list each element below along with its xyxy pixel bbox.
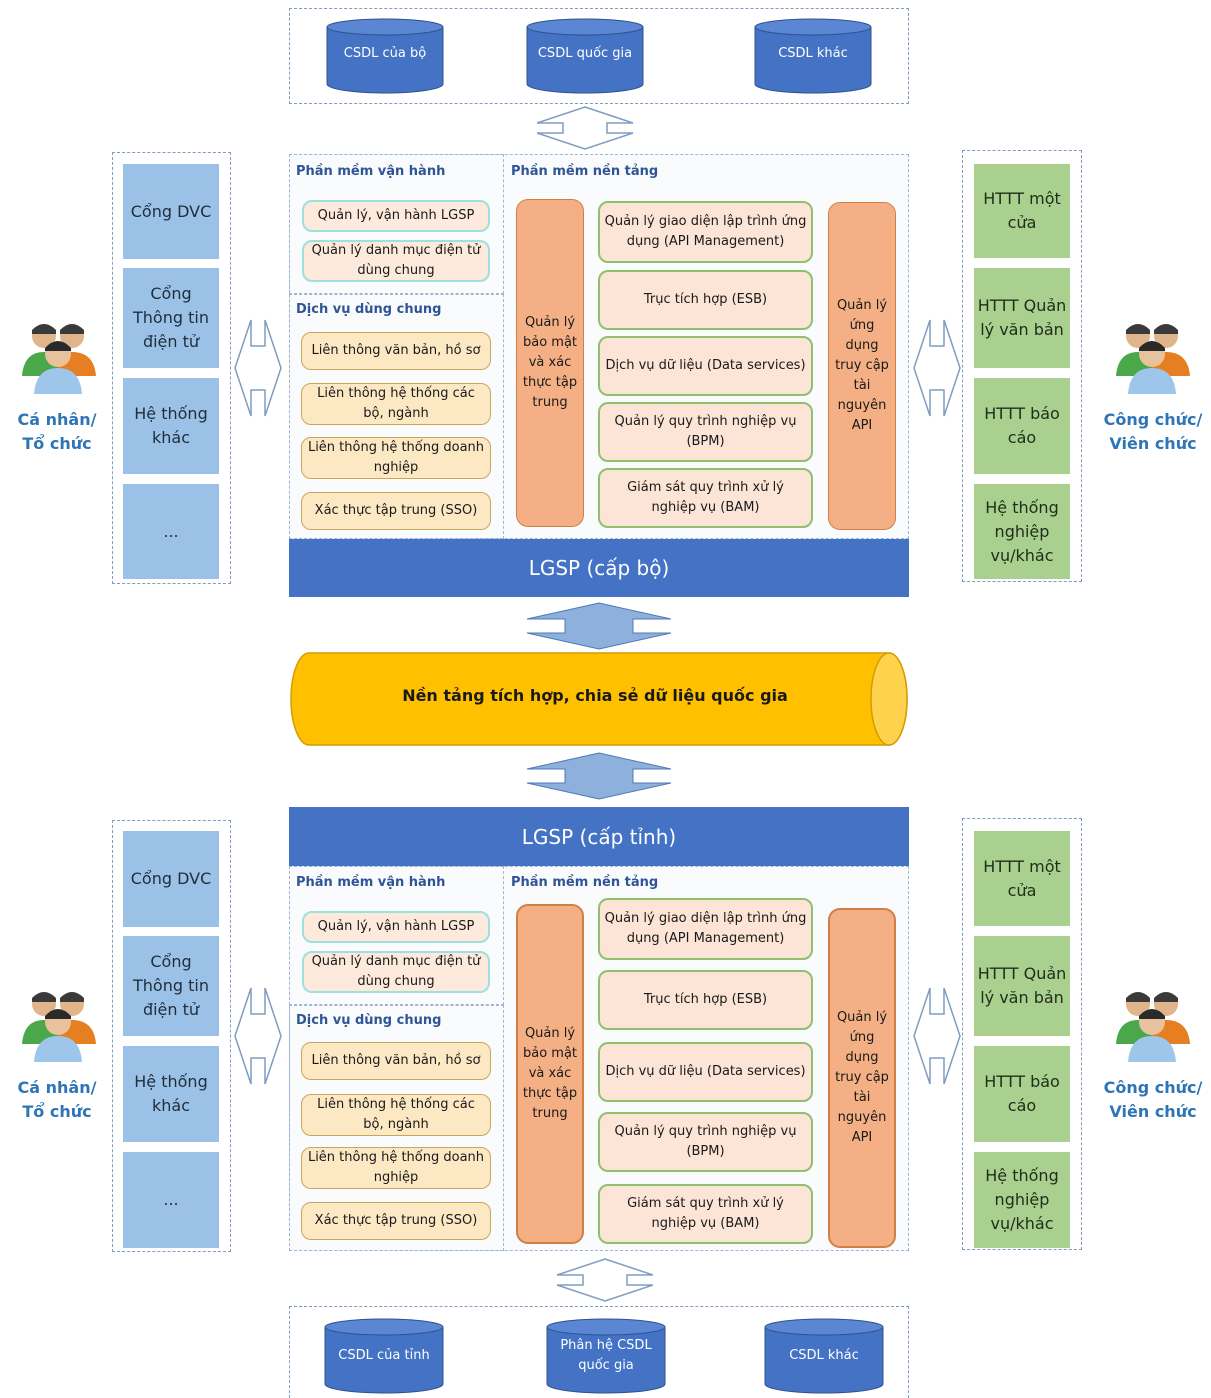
right-system-box: HTTT báo cáo — [974, 1046, 1070, 1142]
people-icon — [22, 992, 96, 1062]
api-access-column: Quản lý ứng dụng truy cập tài nguyên API — [828, 202, 896, 530]
right-systems-group — [962, 818, 1082, 1250]
double-arrow-icon — [556, 1258, 654, 1302]
double-arrow-icon — [234, 319, 282, 417]
platform-software-title: Phần mềm nền tảng — [511, 164, 659, 179]
database-label: CSDL của bộ — [343, 46, 427, 61]
shared-services-panel — [289, 1005, 504, 1251]
double-arrow-icon — [913, 987, 961, 1085]
left-system-box: Cổng DVC — [123, 831, 219, 927]
lgsp-ministry-bar: LGSP (cấp bộ) — [289, 539, 909, 597]
right-system-box: HTTT Quản lý văn bản — [974, 936, 1070, 1036]
left-system-box: Cổng Thông tin điện tử — [123, 936, 219, 1036]
people-icon — [1116, 324, 1190, 394]
database-label: CSDL của tỉnh — [338, 1348, 430, 1363]
platform-item: Giám sát quy trình xử lý nghiệp vụ (BAM) — [598, 468, 813, 528]
shared-catalog-item: Quản lý danh mục điện tử dùng chung — [302, 951, 490, 993]
left-system-box: Cổng DVC — [123, 164, 219, 259]
database-label: Phân hệ CSDL quốc gia — [560, 1338, 652, 1373]
database-label: CSDL khác — [789, 1348, 859, 1363]
left-systems-group — [112, 152, 231, 584]
platform-item: Quản lý quy trình nghiệp vụ (BPM) — [598, 402, 813, 462]
double-arrow-icon — [234, 987, 282, 1085]
right-system-box: HTTT báo cáo — [974, 378, 1070, 474]
double-arrow-icon — [526, 752, 672, 800]
shared-service-item: Liên thông hệ thống doanh nghiệp — [301, 437, 491, 479]
left-systems-group — [112, 820, 231, 1252]
platform-item: Quản lý giao diện lập trình ứng dụng (AP… — [598, 898, 813, 960]
operating-software-panel — [289, 866, 504, 1005]
operating-software-panel — [289, 154, 504, 294]
shared-service-item: Liên thông văn bản, hồ sơ — [301, 1042, 491, 1080]
top-database-group — [289, 8, 909, 104]
database-label: CSDL khác — [778, 46, 848, 61]
shared-catalog-item: Quản lý danh mục điện tử dùng chung — [302, 240, 490, 282]
right-system-box: Hệ thống nghiệp vụ/khác — [974, 1152, 1070, 1248]
shared-services-title: Dịch vụ dùng chung — [296, 1013, 442, 1028]
national-platform-label: Nền tảng tích hợp, chia sẻ dữ liệu quốc … — [402, 686, 788, 705]
database-cylinder: CSDL khác — [764, 1318, 884, 1394]
national-platform-cylinder — [290, 652, 908, 746]
left-actor-label: Cá nhân/ Tổ chức — [17, 410, 97, 453]
bottom-database-group — [289, 1306, 909, 1398]
platform-item: Dịch vụ dữ liệu (Data services) — [598, 336, 813, 396]
platform-item: Dịch vụ dữ liệu (Data services) — [598, 1042, 813, 1102]
lgsp-operation-item: Quản lý, vận hành LGSP — [302, 200, 490, 232]
shared-service-item: Liên thông hệ thống doanh nghiệp — [301, 1147, 491, 1189]
database-cylinder: CSDL của bộ — [326, 18, 444, 94]
database-cylinder: Phân hệ CSDL quốc gia — [546, 1318, 666, 1394]
right-system-box: HTTT Quản lý văn bản — [974, 268, 1070, 368]
people-icon — [22, 324, 96, 394]
left-system-box: Cổng Thông tin điện tử — [123, 268, 219, 368]
database-label: CSDL quốc gia — [537, 46, 633, 61]
double-arrow-icon — [913, 319, 961, 417]
platform-item: Giám sát quy trình xử lý nghiệp vụ (BAM) — [598, 1184, 813, 1244]
people-icon — [1116, 992, 1190, 1062]
double-arrow-icon — [536, 106, 634, 150]
left-system-box: ... — [123, 484, 219, 579]
lgsp-province-bar: LGSP (cấp tỉnh) — [289, 807, 909, 866]
database-cylinder: CSDL của tỉnh — [324, 1318, 444, 1394]
left-system-box: Hệ thống khác — [123, 1046, 219, 1142]
left-system-box: Hệ thống khác — [123, 378, 219, 474]
right-systems-group — [962, 150, 1082, 582]
left-system-box: ... — [123, 1152, 219, 1248]
right-actor-label: Công chức/ Viên chức — [1103, 1078, 1203, 1121]
platform-item: Quản lý quy trình nghiệp vụ (BPM) — [598, 1112, 813, 1172]
double-arrow-icon — [526, 602, 672, 650]
operating-software-title: Phần mềm vận hành — [296, 164, 446, 179]
left-actor-label: Cá nhân/ Tổ chức — [17, 1078, 97, 1121]
platform-software-title: Phần mềm nền tảng — [511, 875, 659, 890]
platform-item: Trục tích hợp (ESB) — [598, 270, 813, 330]
security-auth-column: Quản lý bảo mật và xác thực tập trung — [516, 199, 584, 527]
shared-services-title: Dịch vụ dùng chung — [296, 302, 442, 317]
security-auth-column: Quản lý bảo mật và xác thực tập trung — [516, 904, 584, 1244]
shared-services-panel — [289, 294, 504, 539]
platform-item: Trục tích hợp (ESB) — [598, 970, 813, 1030]
platform-item: Quản lý giao diện lập trình ứng dụng (AP… — [598, 201, 813, 263]
right-system-box: HTTT một cửa — [974, 164, 1070, 258]
shared-service-item: Liên thông hệ thống các bộ, ngành — [301, 383, 491, 425]
shared-service-item: Xác thực tập trung (SSO) — [301, 492, 491, 530]
right-system-box: Hệ thống nghiệp vụ/khác — [974, 484, 1070, 579]
database-cylinder: CSDL khác — [754, 18, 872, 94]
api-access-column: Quản lý ứng dụng truy cập tài nguyên API — [828, 908, 896, 1248]
shared-service-item: Xác thực tập trung (SSO) — [301, 1202, 491, 1240]
database-cylinder: CSDL quốc gia — [526, 18, 644, 94]
shared-service-item: Liên thông hệ thống các bộ, ngành — [301, 1094, 491, 1136]
right-actor-label: Công chức/ Viên chức — [1103, 410, 1203, 453]
lgsp-operation-item: Quản lý, vận hành LGSP — [302, 911, 490, 943]
shared-service-item: Liên thông văn bản, hồ sơ — [301, 332, 491, 370]
operating-software-title: Phần mềm vận hành — [296, 875, 446, 890]
right-system-box: HTTT một cửa — [974, 831, 1070, 926]
